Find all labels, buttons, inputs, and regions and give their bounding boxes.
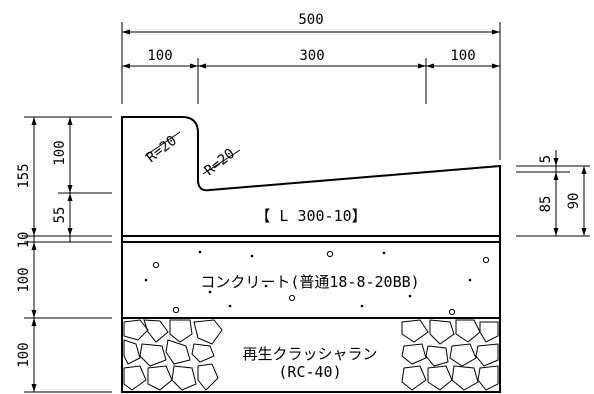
concrete-aggregate-circles — [152, 250, 490, 316]
gravel-label-line2: (RC-40) — [278, 363, 341, 381]
radius-label-1: R=20 — [144, 133, 180, 166]
dim-gravel-100: 100 — [16, 342, 32, 367]
concrete-label: コンクリート(普通18-8-20BB) — [200, 273, 419, 291]
dim-concrete-100: 100 — [16, 267, 32, 292]
dim-lower-55: 55 — [52, 207, 68, 224]
left-dimension-lines — [24, 116, 112, 393]
dim-mid-85: 85 — [538, 196, 554, 213]
radius-label-2: R=20 — [202, 146, 238, 179]
curb-product-label: 【 L 300-10】 — [255, 207, 366, 225]
right-dimension-lines — [516, 150, 590, 237]
top-dimension-lines — [121, 22, 501, 160]
gravel-stones-left — [123, 319, 223, 391]
dim-middle-300: 300 — [299, 48, 324, 64]
dim-left-100: 100 — [147, 48, 172, 64]
dim-mortar-10: 10 — [16, 232, 32, 249]
dim-overall-500: 500 — [298, 12, 323, 28]
dim-total-90: 90 — [566, 193, 582, 210]
dim-upper-100: 100 — [52, 140, 68, 165]
gravel-stones-right — [401, 319, 499, 391]
gravel-layer — [121, 317, 501, 393]
gravel-label-line1: 再生クラッシャラン — [242, 345, 377, 363]
dim-top-step-5: 5 — [538, 155, 554, 163]
concrete-aggregate-dots — [144, 250, 472, 308]
curb-outline — [121, 116, 501, 237]
dim-right-100: 100 — [450, 48, 475, 64]
dim-total-curb-155: 155 — [16, 163, 32, 188]
